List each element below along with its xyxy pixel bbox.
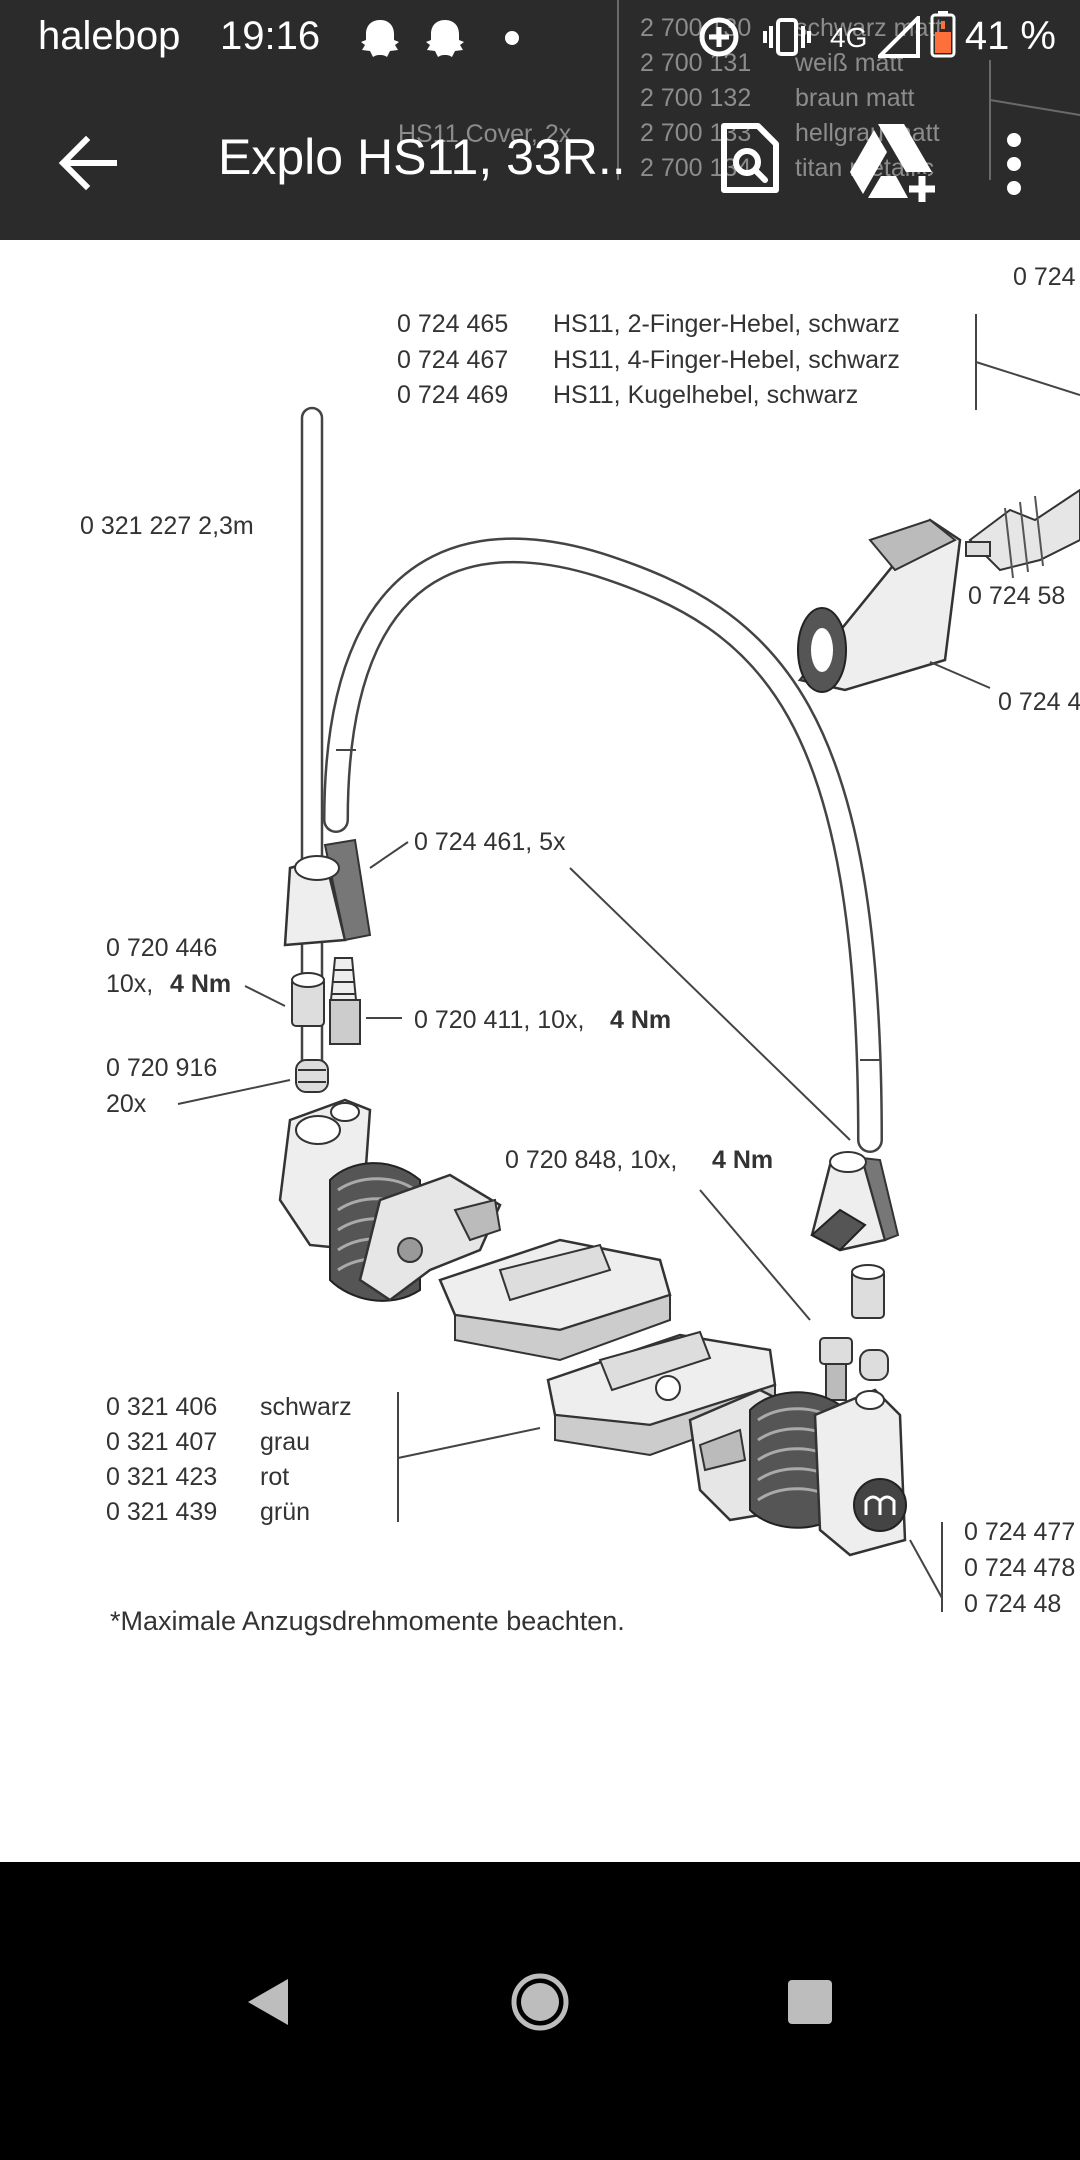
brake-pad-drawing <box>438 1238 672 1362</box>
status-time: 19:16 <box>220 14 321 58</box>
olive-drawing <box>295 1059 329 1093</box>
signal-icon <box>878 16 920 58</box>
nav-back-triangle-icon <box>248 1979 288 2025</box>
part-torque: 4 Nm <box>610 1006 671 1034</box>
brake-cylinder-right-drawing <box>688 1388 907 1557</box>
bolt-drawing <box>819 1337 889 1401</box>
brake-pad-drawing <box>546 1330 777 1457</box>
snapchat-icon <box>361 20 399 57</box>
nav-recents-button[interactable] <box>760 1952 860 2052</box>
nav-recents-square-icon <box>788 1980 832 2024</box>
cover-cap-drawing <box>283 838 372 947</box>
part-label: 0 724 4 <box>998 688 1080 716</box>
nut-drawing <box>291 972 325 1027</box>
data-saver-icon <box>699 17 739 57</box>
pad-num: 0 321 406 <box>106 1393 217 1421</box>
add-to-drive-icon <box>850 124 937 204</box>
lever-label: HS11, 4-Finger-Hebel, schwarz <box>553 346 900 374</box>
find-in-page-icon <box>721 123 779 193</box>
app-toolbar: HS11 Cover, 2x 2 700 130 schwarz matt 2 … <box>0 0 1080 240</box>
status-network: 4G <box>830 22 868 53</box>
part-label: 0 724 478 <box>964 1554 1075 1582</box>
document-title: Explo HS11, 33R... <box>218 129 628 185</box>
more-options-button[interactable] <box>992 124 1036 204</box>
snapchat-icon <box>426 20 464 57</box>
part-qty: 10x, <box>106 970 153 998</box>
lever-num: 0 724 465 <box>397 310 508 338</box>
bleed-row-num: 2 700 132 <box>640 84 751 112</box>
pad-num: 0 321 423 <box>106 1463 217 1491</box>
bleed-cover: HS11 Cover, 2x <box>398 120 572 148</box>
torque-footnote: *Maximale Anzugsdrehmomente beachten. <box>110 1606 625 1636</box>
barb-fitting-drawing <box>329 957 361 1045</box>
bleed-row-num: 2 700 131 <box>640 49 751 77</box>
lever-housing-drawing <box>797 488 1080 693</box>
notification-dot-icon <box>505 31 519 45</box>
pad-num: 0 321 407 <box>106 1428 217 1456</box>
lever-label: HS11, 2-Finger-Hebel, schwarz <box>553 310 900 338</box>
status-battery: 41 % <box>964 14 1056 58</box>
brake-cylinder-left-drawing <box>278 1098 502 1302</box>
cover-cap-drawing <box>810 1151 900 1252</box>
part-label: 0 720 411, 10x, <box>414 1006 585 1034</box>
nut-drawing <box>851 1264 885 1319</box>
part-label: 0 724 48 <box>964 1590 1061 1618</box>
part-label: 0 724 58 <box>968 582 1065 610</box>
part-label: 0 724 <box>1013 263 1076 291</box>
pad-color: schwarz <box>260 1393 352 1421</box>
back-button[interactable] <box>52 128 122 198</box>
nav-home-circle-icon <box>511 1973 569 2031</box>
part-num: 0 720 446 <box>106 934 217 962</box>
pad-color: grau <box>260 1428 310 1456</box>
part-label: 0 724 477 <box>964 1518 1075 1546</box>
part-num: 0 720 916 <box>106 1054 217 1082</box>
part-label-hose: 0 321 227 2,3m <box>80 512 254 540</box>
pad-num: 0 321 439 <box>106 1498 217 1526</box>
exploded-parts-diagram: 0 724 0 724 465 HS11, 2-Finger-Hebel, sc… <box>80 263 1080 1636</box>
document-page[interactable]: 0 724 0 724 465 HS11, 2-Finger-Hebel, sc… <box>0 240 1080 1862</box>
find-in-page-button[interactable] <box>710 120 786 196</box>
pad-color: grün <box>260 1498 310 1526</box>
add-to-drive-button[interactable] <box>848 118 940 206</box>
bleed-row-num: 2 700 134 <box>640 154 751 182</box>
pad-color: rot <box>260 1463 289 1491</box>
more-vert-icon <box>1007 133 1021 195</box>
part-label: 0 724 461, 5x <box>414 828 566 856</box>
bleed-row-label: braun matt <box>795 84 915 112</box>
part-torque: 4 Nm <box>712 1146 773 1174</box>
part-label: 0 720 848, 10x, <box>505 1146 677 1174</box>
vibrate-icon <box>763 18 811 56</box>
lever-num: 0 724 469 <box>397 381 508 409</box>
system-nav-bar <box>0 1862 1080 2160</box>
bleed-row-label: weiß matt <box>794 49 903 77</box>
status-carrier: halebop <box>38 14 181 58</box>
lever-num: 0 724 467 <box>397 346 508 374</box>
arrow-left-icon <box>58 135 117 191</box>
bleed-row-label: schwarz matt <box>795 14 942 42</box>
battery-icon <box>930 11 956 58</box>
nav-back-button[interactable] <box>220 1952 320 2052</box>
part-torque: 4 Nm <box>170 970 231 998</box>
lever-label: HS11, Kugelhebel, schwarz <box>553 381 858 409</box>
nav-home-button[interactable] <box>490 1952 590 2052</box>
part-qty: 20x <box>106 1090 147 1118</box>
